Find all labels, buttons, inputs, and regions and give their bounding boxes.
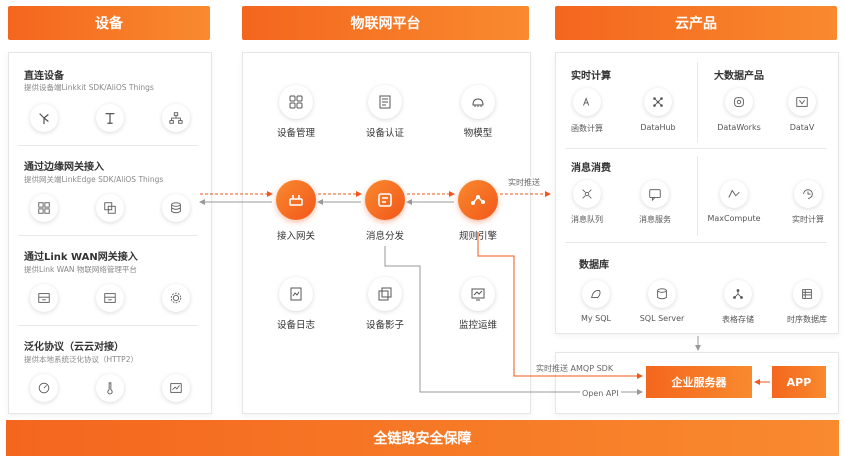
copy-icon <box>96 194 124 222</box>
device-shadow-icon <box>368 277 402 311</box>
datahub-icon <box>644 88 672 116</box>
realtime-compute-icon <box>794 180 822 208</box>
box-icon <box>30 284 58 312</box>
iot-platform-header: 物联网平台 <box>242 6 529 40</box>
gear-icon <box>162 284 190 312</box>
database-title: 数据库 <box>579 260 609 271</box>
message-service-label: 消息服务 <box>639 215 671 224</box>
device-auth-label: 设备认证 <box>365 128 405 139</box>
cloud-divider-h2 <box>565 242 827 243</box>
maxcompute-icon <box>720 180 748 208</box>
gauge-icon <box>30 374 58 402</box>
chart-icon <box>162 374 190 402</box>
link-wan-title: 通过Link WAN网关接入 <box>24 252 138 263</box>
direct-device-title: 直连设备 <box>24 71 64 82</box>
windmill-icon <box>30 104 58 132</box>
link-wan-subtitle: 提供Link WAN 物联网络管理平台 <box>24 265 137 274</box>
sqlserver-icon <box>648 280 676 308</box>
datav-label: DataV <box>789 123 815 132</box>
maxcompute-label: MaxCompute <box>707 214 761 223</box>
device-management-icon <box>279 85 313 119</box>
realtime-compute-label: 实时计算 <box>792 215 824 224</box>
bigdata-title: 大数据产品 <box>714 71 764 82</box>
realtime-compute-title: 实时计算 <box>571 71 611 82</box>
message-queue-icon <box>573 180 601 208</box>
database-icon <box>162 194 190 222</box>
cloud-divider-v2 <box>697 156 698 236</box>
open-api-tag: Open API <box>580 389 621 398</box>
dataworks-label: DataWorks <box>717 123 761 132</box>
grid-icon <box>30 194 58 222</box>
message-dispatch-icon <box>365 180 405 220</box>
network-icon <box>162 104 190 132</box>
device-auth-icon <box>368 85 402 119</box>
device-log-label: 设备日志 <box>276 320 316 331</box>
message-dispatch-label: 消息分发 <box>365 231 405 242</box>
edge-gateway-subtitle: 提供网关端LinkEdge SDK/AliOS Things <box>24 175 164 184</box>
security-banner: 全链路安全保障 <box>6 420 839 456</box>
enterprise-server-box: 企业服务器 <box>646 366 752 398</box>
box-icon-2 <box>96 284 124 312</box>
cloud-divider-v1 <box>697 62 698 142</box>
rule-engine-label: 规则引擎 <box>458 231 498 242</box>
tsdb-icon <box>793 280 821 308</box>
devices-divider-1 <box>18 145 198 146</box>
message-queue-label: 消息队列 <box>571 215 603 224</box>
tsdb-label: 时序数据库 <box>787 315 827 324</box>
message-service-icon <box>641 180 669 208</box>
devices-divider-2 <box>18 235 198 236</box>
function-compute-icon <box>573 88 601 116</box>
rule-engine-icon <box>458 180 498 220</box>
thing-model-label: 物模型 <box>463 128 493 139</box>
dataworks-icon <box>725 88 753 116</box>
function-compute-label: 函数计算 <box>571 124 603 133</box>
thermometer-icon <box>96 374 124 402</box>
thing-model-icon <box>461 85 495 119</box>
sqlserver-label: SQL Server <box>639 314 685 323</box>
mysql-label: My SQL <box>580 314 612 323</box>
edge-gateway-title: 通过边缘网关接入 <box>24 162 104 173</box>
realtime-push-tag: 实时推送 <box>506 177 542 188</box>
datav-icon <box>788 88 816 116</box>
device-shadow-label: 设备影子 <box>365 320 405 331</box>
app-box: APP <box>772 366 826 398</box>
messaging-title: 消息消费 <box>571 163 611 174</box>
push-sdk-tag: 实时推送 AMQP SDK <box>534 363 616 374</box>
cloud-divider-h1 <box>565 148 827 149</box>
device-management-label: 设备管理 <box>276 128 316 139</box>
devices-header: 设备 <box>8 6 210 40</box>
mysql-icon <box>582 280 610 308</box>
datahub-label: DataHub <box>640 123 676 132</box>
cloud-products-header: 云产品 <box>555 6 837 40</box>
monitor-ops-icon <box>461 277 495 311</box>
tower-icon <box>96 104 124 132</box>
table-store-label: 表格存储 <box>722 315 754 324</box>
generic-protocol-subtitle: 提供本地系统泛化协议（HTTP2） <box>24 355 138 364</box>
generic-protocol-title: 泛化协议（云云对接） <box>24 342 124 353</box>
device-log-icon <box>279 277 313 311</box>
gateway-icon <box>276 180 316 220</box>
table-store-icon <box>724 280 752 308</box>
gateway-label: 接入网关 <box>276 231 316 242</box>
devices-divider-3 <box>18 325 198 326</box>
direct-device-subtitle: 提供设备端Linkkit SDK/AliOS Things <box>24 83 154 92</box>
monitor-ops-label: 监控运维 <box>458 320 498 331</box>
